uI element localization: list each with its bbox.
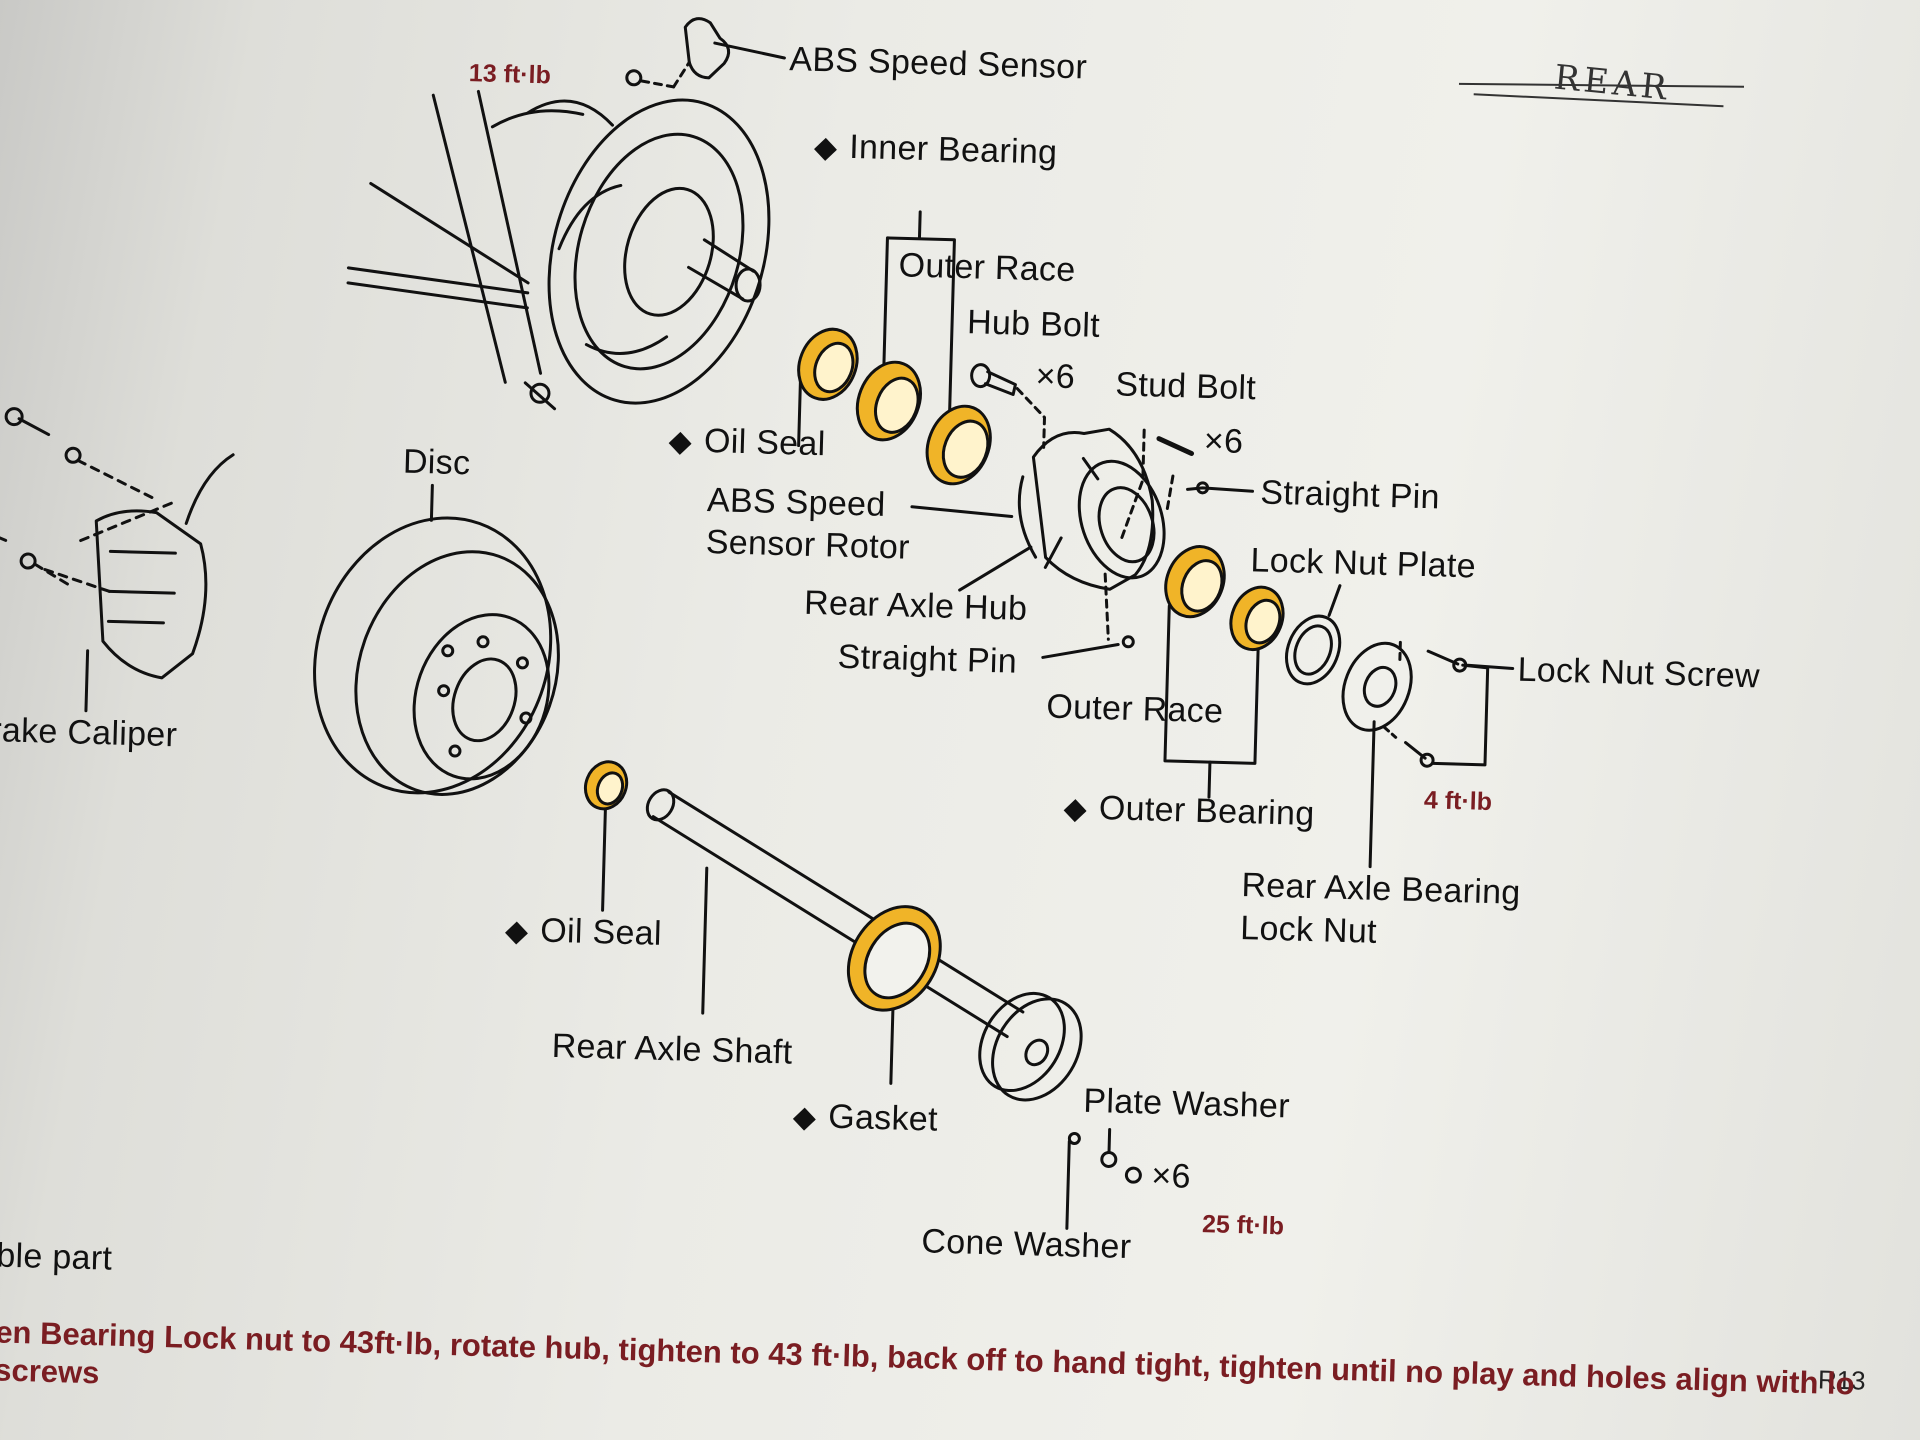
label-cone-washer: Cone Washer (920, 1222, 1132, 1267)
label-oil-seal-bottom-text: Oil Seal (539, 911, 663, 953)
label-outer-race-top: Outer Race (898, 246, 1077, 290)
diamond-icon: ◆ (813, 130, 838, 165)
label-rear-axle-hub: Rear Axle Hub (803, 583, 1028, 628)
label-abs-rotor-line1: ABS Speed (706, 480, 887, 524)
outer-race-bottom-art (1164, 545, 1226, 619)
handwritten-underline (1458, 82, 1745, 108)
label-straight-pin-top: Straight Pin (1259, 473, 1441, 517)
label-rear-axle-bearing-line2: Lock Nut (1239, 909, 1378, 951)
label-outer-race-bottom: Outer Race (1045, 687, 1224, 731)
torque-lock-nut-screw: 4 ft·lb (1423, 786, 1493, 817)
oil-seal-bottom-art (583, 760, 629, 811)
note-line-2: nut screws (0, 1351, 100, 1391)
label-disc: Disc (402, 442, 471, 483)
label-hub-bolt: Hub Bolt (966, 303, 1101, 345)
inner-bearing-art (855, 360, 922, 442)
label-oil-seal-top: ◆ Oil Seal (668, 421, 827, 464)
label-lock-nut-screw: Lock Nut Screw (1517, 650, 1761, 696)
label-stud-bolt: Stud Bolt (1114, 365, 1257, 408)
diamond-icon: ◆ (792, 1100, 817, 1135)
label-outer-bearing-text: Outer Bearing (1098, 789, 1316, 834)
label-inner-bearing-text: Inner Bearing (848, 127, 1058, 172)
label-abs-speed-sensor: ABS Speed Sensor (788, 40, 1088, 87)
hub-bolt-art (970, 363, 1047, 449)
label-stud-bolt-qty: ×6 (1203, 421, 1244, 461)
label-rear-axle-bearing-line1: Rear Axle Bearing (1240, 866, 1522, 912)
label-plate-washer-qty: ×6 (1150, 1156, 1192, 1196)
oil-seal-top-art (797, 327, 859, 401)
diamond-icon: ◆ (504, 914, 529, 949)
abs-sensor-art (625, 17, 786, 89)
label-outer-bearing: ◆ Outer Bearing (1063, 789, 1316, 834)
disc-art (313, 483, 560, 796)
label-inner-bearing: ◆ Inner Bearing (813, 127, 1058, 172)
backing-plate-assembly (346, 89, 771, 411)
label-gasket: ◆ Gasket (792, 1097, 939, 1139)
lock-nut-plate-art (1285, 584, 1342, 686)
torque-abs-sensor: 13 ft·lb (468, 59, 552, 90)
lock-nut-art (1341, 641, 1413, 869)
label-straight-pin-bottom: Straight Pin (837, 637, 1018, 681)
label-lock-nut-plate: Lock Nut Plate (1250, 541, 1477, 586)
caliper-bolts-art (0, 407, 154, 587)
diamond-icon: ◆ (1063, 792, 1088, 826)
gasket-art (846, 905, 942, 1012)
label-rear-axle-shaft: Rear Axle Shaft (551, 1026, 793, 1072)
label-brake-caliper: Brake Caliper (0, 710, 178, 755)
label-abs-rotor-line2: Sensor Rotor (705, 522, 911, 567)
label-oil-seal-top-text: Oil Seal (703, 421, 827, 464)
torque-plate-washer: 25 ft·lb (1201, 1210, 1285, 1241)
outer-bearing-art (1229, 585, 1285, 652)
label-plate-washer: Plate Washer (1082, 1081, 1291, 1126)
diamond-icon: ◆ (668, 424, 693, 459)
legend-reusable-part: usable part (0, 1234, 113, 1278)
rear-axle-hub-art (1017, 427, 1166, 591)
label-hub-bolt-qty: ×6 (1035, 357, 1076, 397)
label-oil-seal-bottom: ◆ Oil Seal (504, 911, 663, 953)
label-gasket-text: Gasket (827, 1097, 939, 1139)
outer-race-top-art (925, 404, 992, 486)
brake-caliper-art (0, 407, 235, 713)
